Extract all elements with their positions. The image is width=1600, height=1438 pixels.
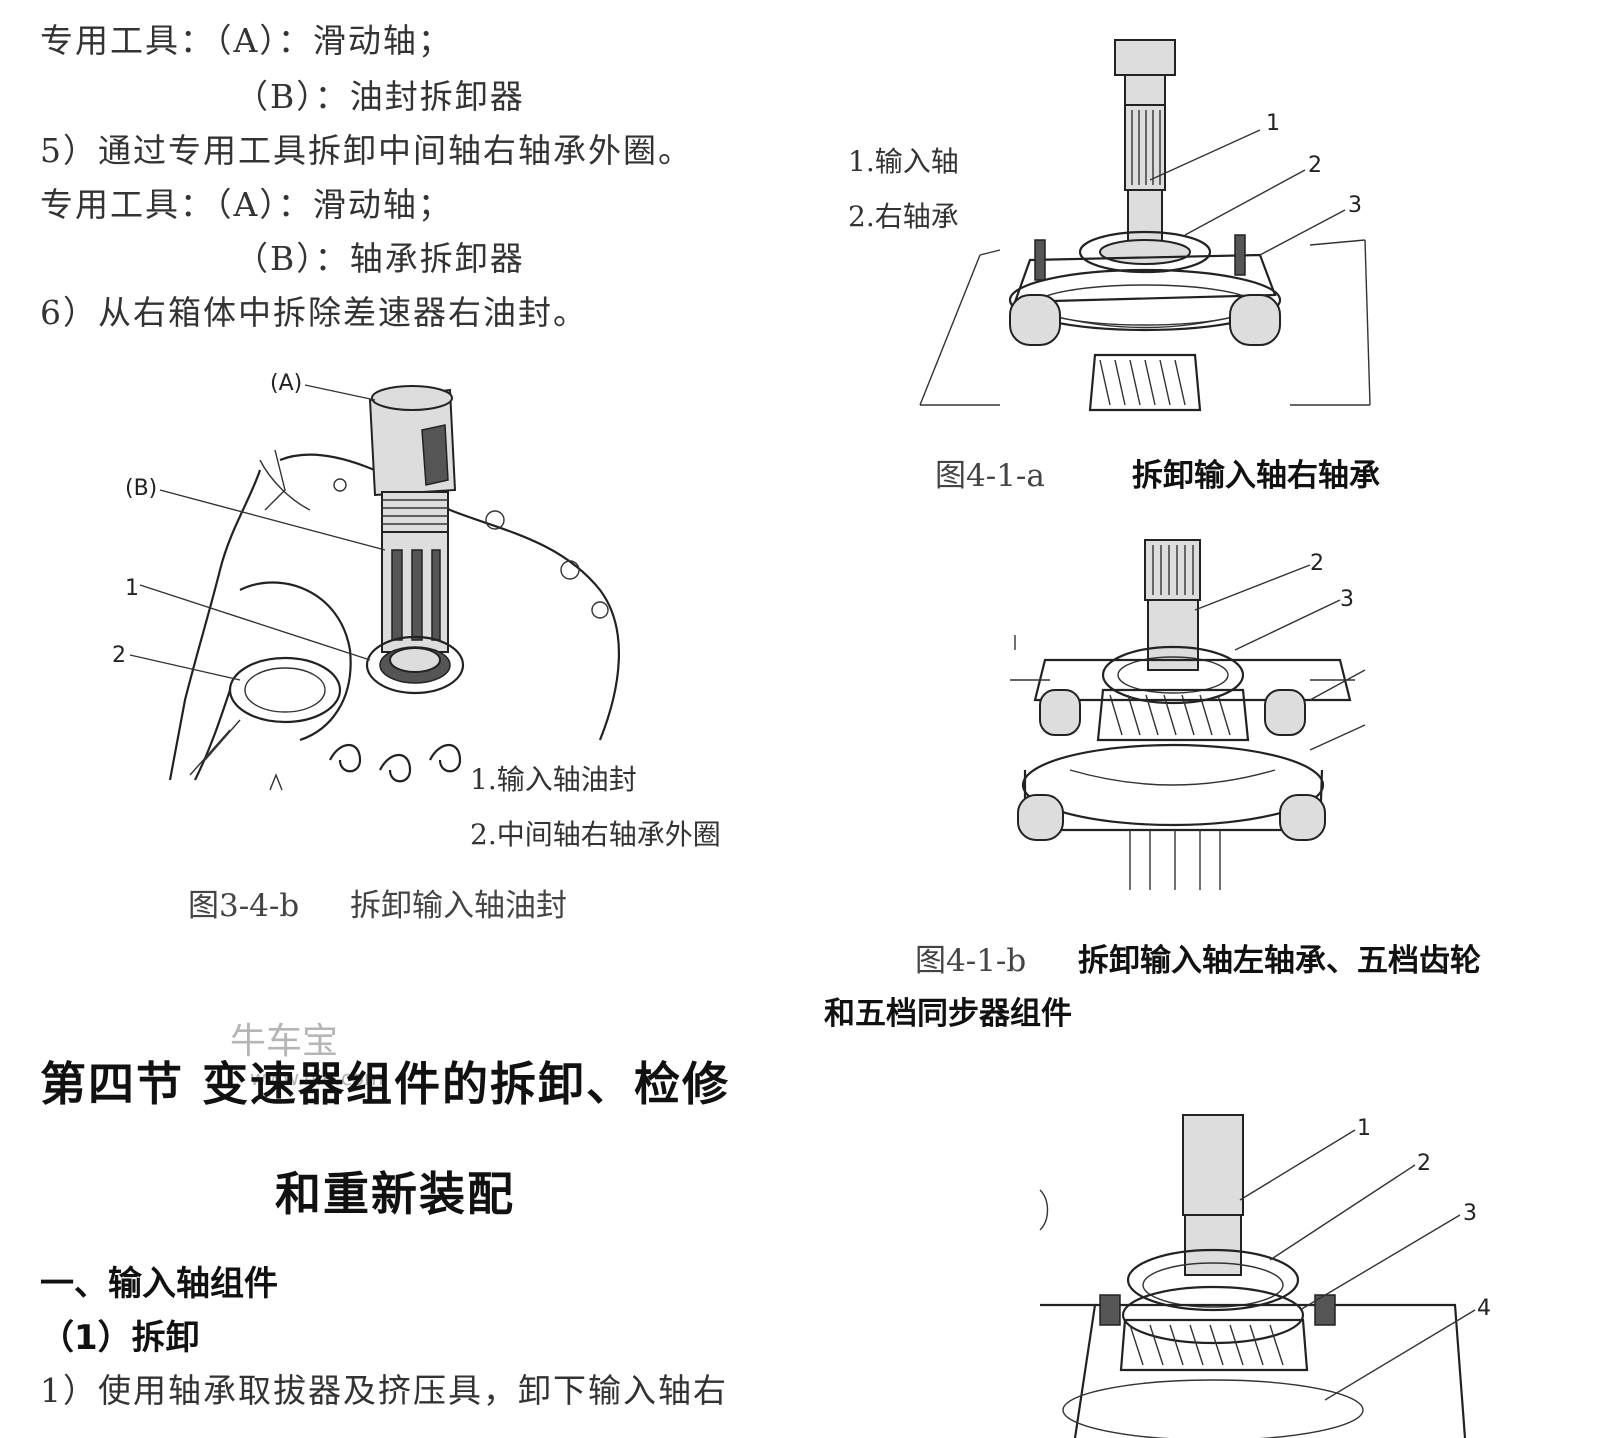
watermark-url: www.niu.com <box>250 1066 384 1090</box>
fig-3-4-b-label-1: 1 <box>125 576 139 601</box>
procedure-heading: （1）拆卸 <box>40 1318 200 1358</box>
section-title-line-1: 第四节 变速器组件的拆卸、检修 <box>40 1057 731 1111</box>
step-6-text: 6）从右箱体中拆除差速器右油封。 <box>40 293 588 332</box>
fig-4-1-b-caption-number: 图4-1-b <box>915 943 1027 979</box>
figure-4-1-b-drawing: 2 3 <box>1010 539 1366 890</box>
fig-4-1-a-callout-2: 2 <box>1308 153 1322 178</box>
section-title-line-2: 和重新装配 <box>275 1167 515 1221</box>
watermark-logo: 牛车宝 <box>230 1021 339 1062</box>
step-5-text: 5）通过专用工具拆卸中间轴右轴承外圈。 <box>40 131 693 170</box>
fig-4-1-b-caption-text-line-2: 和五档同步器组件 <box>824 996 1072 1032</box>
fig-3-4-b-caption-number: 图3-4-b <box>188 888 300 924</box>
figure-4-1-a-drawing: 1 2 3 <box>919 39 1371 412</box>
tool-line-b-1: （B）：油封拆卸器 <box>235 77 525 116</box>
figure-4-1-c-drawing: 1 2 3 4 <box>1039 1114 1491 1438</box>
fig-3-4-b-label-a: (A) <box>270 371 302 396</box>
tool-line-a-2: 专用工具：（A）：滑动轴； <box>40 185 453 224</box>
fig-4-1-a-caption-number: 图4-1-a <box>935 458 1045 494</box>
fig-4-1-a-caption-text: 拆卸输入轴右轴承 <box>1132 458 1380 494</box>
fig-4-1-c-callout-4: 4 <box>1477 1296 1491 1321</box>
subsection-heading: 一、输入轴组件 <box>40 1264 278 1304</box>
step-1-text: 1）使用轴承取拔器及挤压具，卸下输入轴右 <box>40 1371 728 1410</box>
fig-3-4-b-legend-2: 2.中间轴右轴承外圈 <box>470 818 721 851</box>
tool-line-b-2: （B）：轴承拆卸器 <box>235 239 525 278</box>
fig-3-4-b-label-b: (B) <box>125 476 157 501</box>
tool-line-a-1: 专用工具：（A）：滑动轴； <box>40 21 453 60</box>
fig-3-4-b-legend-1: 1.输入轴油封 <box>470 763 637 796</box>
fig-4-1-a-legend-2: 2.右轴承 <box>848 200 959 233</box>
fig-4-1-b-callout-2: 2 <box>1310 551 1324 576</box>
fig-4-1-b-caption-text: 拆卸输入轴左轴承、五档齿轮 <box>1078 943 1481 979</box>
figure-3-4-b-drawing: (A) (B) 1 2 <box>112 371 621 791</box>
fig-4-1-c-callout-1: 1 <box>1357 1116 1371 1141</box>
fig-4-1-b-callout-3: 3 <box>1340 587 1354 612</box>
fig-4-1-c-callout-3: 3 <box>1463 1201 1477 1226</box>
fig-4-1-a-callout-3: 3 <box>1348 193 1362 218</box>
fig-3-4-b-caption-text: 拆卸输入轴油封 <box>350 888 567 924</box>
fig-4-1-c-callout-2: 2 <box>1417 1151 1431 1176</box>
fig-4-1-a-callout-1: 1 <box>1266 111 1280 136</box>
fig-4-1-a-legend-1: 1.输入轴 <box>848 145 959 178</box>
fig-3-4-b-label-2: 2 <box>112 643 126 668</box>
